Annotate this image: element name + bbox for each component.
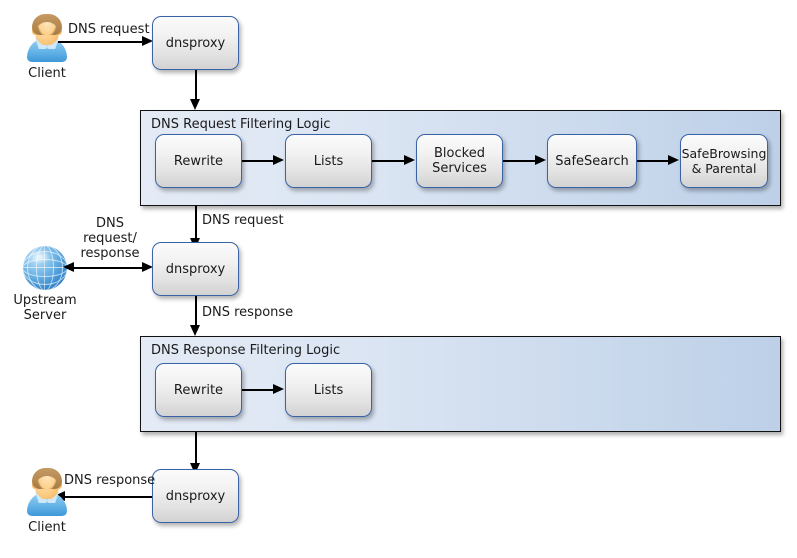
- edge-label-proxy-to-request-logic: DNS request: [202, 213, 284, 228]
- globe-sphere: [23, 246, 67, 290]
- edge-label-proxy-to-response-logic: DNS response: [202, 305, 294, 320]
- edge-client-to-proxy-arrow: [142, 36, 153, 46]
- group-request-filtering-title: DNS Request Filtering Logic: [151, 117, 331, 132]
- edge-proxy-to-request-logic-line: [195, 70, 197, 102]
- node-blocked-services[interactable]: Blocked Services: [416, 134, 503, 188]
- upstream-server-icon: [23, 246, 67, 290]
- edge-upstream-exchange-arrow-left: [63, 262, 74, 272]
- edge-proxy-to-request-logic-arrow: [190, 99, 200, 110]
- edge-label-proxy-to-client: DNS response: [64, 473, 156, 488]
- edge-safesearch-to-safebrowsing-arrow: [668, 155, 679, 165]
- edge-label-client-to-proxy: DNS request: [68, 22, 150, 37]
- client-bottom-label: Client: [28, 520, 66, 535]
- edge-proxy-to-client-line: [64, 496, 152, 498]
- edge-proxy-to-response-logic-line: [195, 296, 197, 329]
- edge-blocked-services-to-safesearch-arrow: [535, 155, 546, 165]
- edge-blocked-services-to-safesearch-line: [503, 160, 536, 162]
- node-request-lists[interactable]: Lists: [285, 134, 372, 188]
- node-request-rewrite[interactable]: Rewrite: [155, 134, 242, 188]
- client-top-label: Client: [28, 66, 66, 81]
- edge-upstream-exchange-arrow-right: [142, 262, 153, 272]
- upstream-server-label: Upstream Server: [13, 293, 77, 323]
- edge-rewrite-to-lists-arrow: [273, 155, 284, 165]
- edge-lists-to-blocked-services-line: [372, 160, 405, 162]
- dnsproxy-bottom[interactable]: dnsproxy: [152, 469, 239, 523]
- client-top-icon: [24, 14, 70, 64]
- edge-safesearch-to-safebrowsing-line: [637, 160, 669, 162]
- dnsproxy-middle[interactable]: dnsproxy: [152, 242, 239, 296]
- client-bottom-icon: [24, 468, 70, 518]
- group-response-filtering: DNS Response Filtering Logic: [140, 336, 781, 432]
- node-safebrowsing-parental[interactable]: SafeBrowsing & Parental: [680, 134, 768, 188]
- group-response-filtering-title: DNS Response Filtering Logic: [151, 343, 341, 358]
- edge-proxy-to-response-logic-arrow: [190, 325, 200, 336]
- dnsproxy-top[interactable]: dnsproxy: [152, 16, 239, 70]
- person-hair: [32, 14, 62, 37]
- node-response-rewrite[interactable]: Rewrite: [155, 363, 242, 417]
- edge-request-logic-to-proxy-line: [195, 206, 197, 242]
- node-safesearch[interactable]: SafeSearch: [547, 134, 637, 188]
- node-response-lists[interactable]: Lists: [285, 363, 372, 417]
- globe-highlight: [29, 250, 51, 264]
- edge-client-to-proxy-line: [58, 41, 143, 43]
- edge-response-rewrite-to-lists-arrow: [273, 384, 284, 394]
- edge-response-rewrite-to-lists-line: [242, 389, 274, 391]
- edge-response-logic-to-proxy-line: [195, 432, 197, 466]
- person-hair: [32, 468, 62, 491]
- edge-label-upstream-exchange: DNS request/ response: [80, 216, 140, 261]
- edge-lists-to-blocked-services-arrow: [404, 155, 415, 165]
- edge-response-logic-to-proxy-arrow: [190, 463, 200, 474]
- edge-rewrite-to-lists-line: [242, 160, 274, 162]
- edge-upstream-exchange-line: [73, 267, 143, 269]
